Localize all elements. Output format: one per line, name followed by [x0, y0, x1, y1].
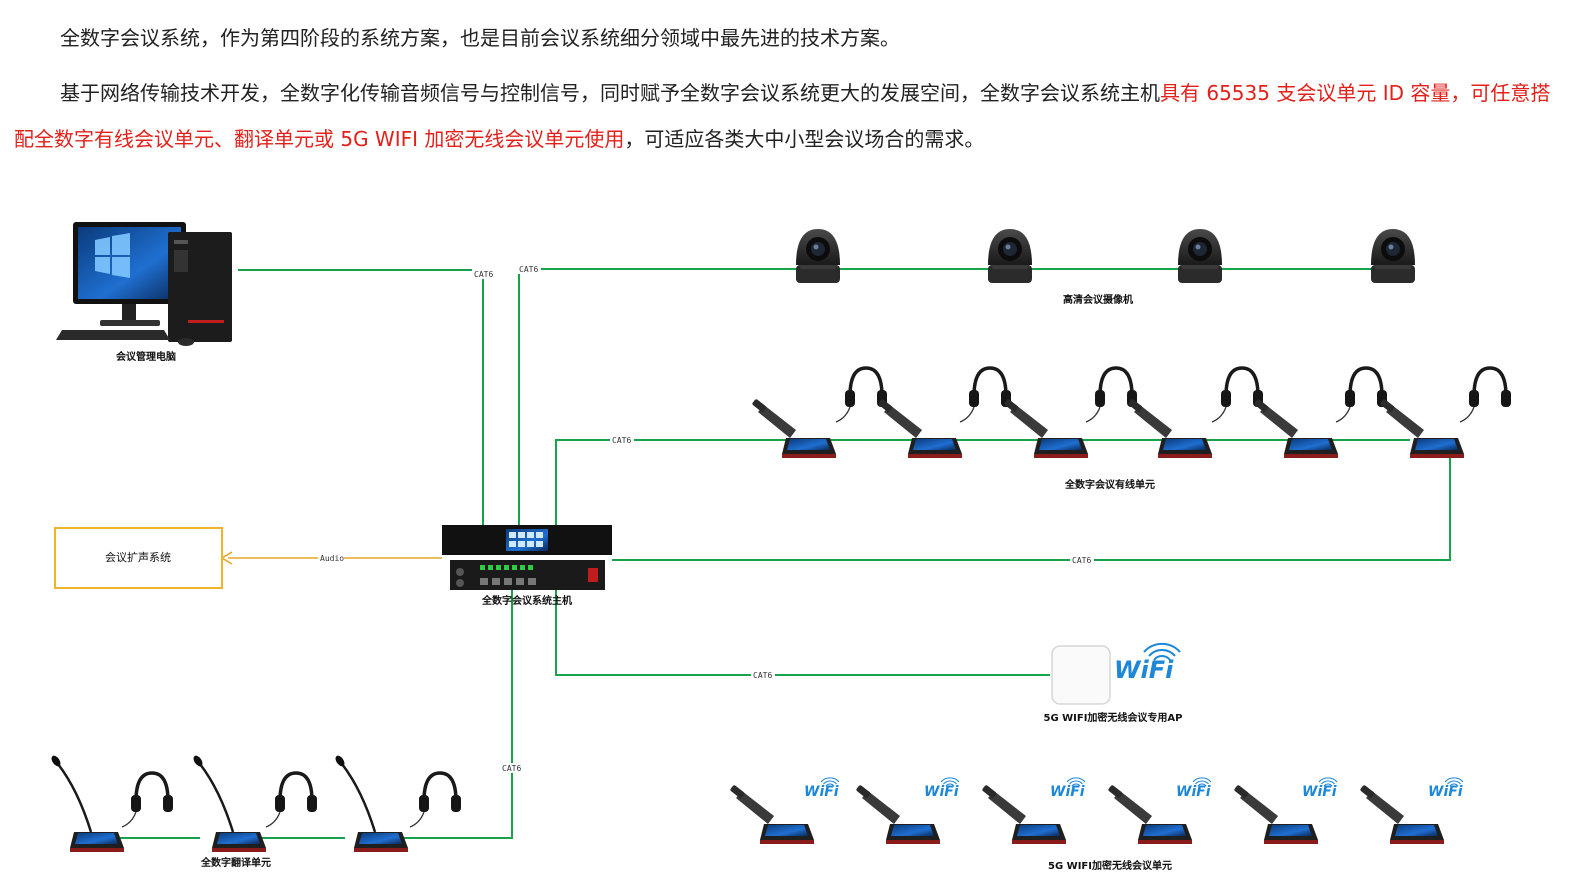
wifi-logo-text: WiFi: [1114, 656, 1174, 684]
wire-host-wired-units: [555, 439, 1272, 525]
conference-unit-icon: [1253, 398, 1338, 458]
wifi-ap: WiFi: [1051, 642, 1181, 705]
camera-icon: [1371, 229, 1415, 283]
management-pc: [56, 222, 232, 346]
pc-mouse: [178, 338, 194, 346]
host-rear-panel: [450, 560, 605, 590]
label-pc: 会议管理电脑: [116, 350, 176, 363]
label-wired-units: 全数字会议有线单元: [1064, 478, 1155, 491]
label-translation-units: 全数字翻译单元: [200, 856, 271, 869]
host-unit: [442, 525, 612, 590]
intro-highlight: 具有 65535 支会议单元 ID 容量，可任意搭配全数字有线会议单元、翻译单元…: [14, 81, 1551, 151]
link-label-ap: CAT6: [753, 671, 772, 680]
headphones-icon: [1334, 366, 1389, 424]
translation-unit-icon: [190, 752, 268, 854]
link-label-wired: CAT6: [612, 436, 631, 445]
cameras: [796, 229, 1415, 283]
pa-system-box: [54, 527, 223, 589]
link-label-pc: CAT6: [474, 270, 493, 279]
label-wireless-units: 5G WIFI加密无线会议单元: [1048, 859, 1172, 872]
wireless-units: WiFi WiFi WiFi WiFi WiFi WiFi: [729, 777, 1464, 844]
wifi-badge-text: WiFi: [1428, 784, 1463, 800]
conference-unit-icon: [1127, 398, 1212, 458]
ap-device: [1051, 645, 1111, 705]
label-host: 全数字会议系统主机: [481, 594, 572, 607]
link-label-audio: Audio: [320, 554, 344, 563]
wired-units: [751, 366, 1513, 458]
headphones-icon: [120, 771, 175, 829]
translation-units: [48, 752, 463, 854]
link-label-cameras: CAT6: [519, 265, 538, 274]
headphones-icon: [408, 771, 463, 829]
headphones-icon: [1458, 366, 1513, 424]
wire-host-ap: [555, 590, 1050, 676]
headphones-icon: [1210, 366, 1265, 424]
label-cameras: 高清会议摄像机: [1063, 293, 1133, 306]
headphones-icon: [1084, 366, 1139, 424]
headphones-icon: [958, 366, 1013, 424]
wifi-badge-text: WiFi: [1176, 784, 1211, 800]
label-ap: 5G WIFI加密无线会议专用AP: [1043, 711, 1182, 724]
conference-unit-icon: [751, 398, 836, 458]
wireless-unit-icon: [729, 784, 814, 844]
link-label-translation: CAT6: [502, 764, 521, 773]
wifi-badge-text: WiFi: [804, 784, 839, 800]
pc-keyboard: [56, 330, 170, 340]
wire-pc-host: [238, 269, 484, 525]
camera-icon: [1178, 229, 1222, 283]
conference-unit-icon: [1379, 398, 1464, 458]
translation-unit-icon: [48, 752, 126, 854]
link-label-host-right: CAT6: [1072, 556, 1091, 565]
label-pa-system: 会议扩声系统: [105, 550, 171, 564]
conference-unit-icon: [877, 398, 962, 458]
wifi-badge-text: WiFi: [924, 784, 959, 800]
link-labels: CAT6 CAT6 CAT6 Audio CAT6 CAT6 CAT6: [318, 264, 1094, 773]
camera-icon: [796, 229, 840, 283]
intro-paragraph-2-tail: ，可适应各类大中小型会议场合的需求。: [624, 127, 985, 151]
intro-paragraph-2-text: 基于网络传输技术开发，全数字化传输音频信号与控制信号，同时赋予全数字会议系统更大…: [60, 81, 1160, 105]
wire-host-cameras: [518, 268, 1400, 525]
headphones-icon: [264, 771, 319, 829]
intro-paragraph-2: 基于网络传输技术开发，全数字化传输音频信号与控制信号，同时赋予全数字会议系统更大…: [14, 70, 1559, 162]
headphones-icon: [834, 366, 889, 424]
wire-host-right: [612, 456, 1451, 561]
intro-paragraph-1: 全数字会议系统，作为第四阶段的系统方案，也是目前会议系统细分领域中最先进的技术方…: [60, 26, 900, 50]
wifi-badge-text: WiFi: [1302, 784, 1337, 800]
pc-tower: [168, 232, 232, 342]
camera-icon: [988, 229, 1032, 283]
wire-host-translation: [400, 590, 513, 839]
wifi-badge-text: WiFi: [1050, 784, 1085, 800]
conference-unit-icon: [1003, 398, 1088, 458]
windows-logo-icon: [95, 233, 130, 278]
